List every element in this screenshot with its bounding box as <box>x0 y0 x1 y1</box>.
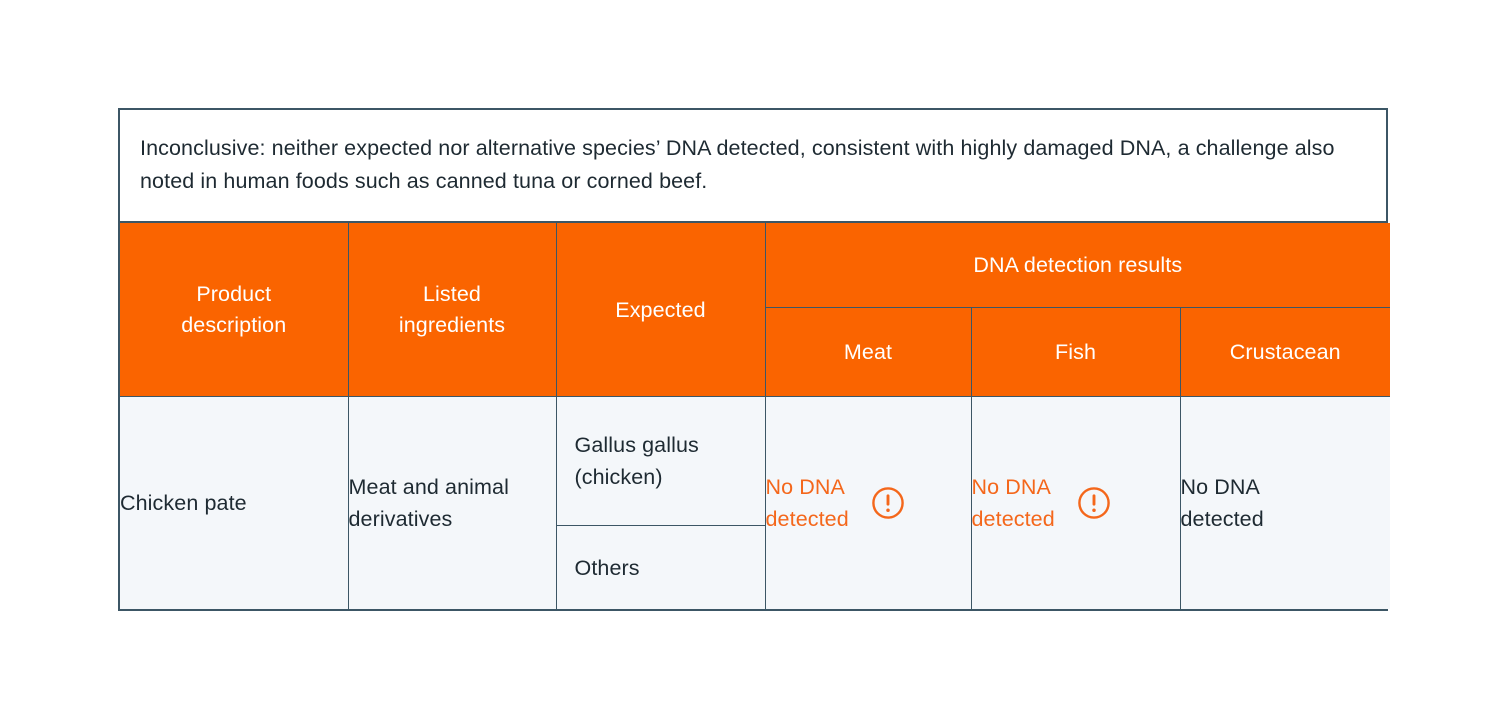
result-crustacean-text: No DNA detected <box>1180 475 1264 532</box>
table-caption-row: Inconclusive: neither expected nor alter… <box>120 110 1386 224</box>
result-fish-text: No DNA detected <box>971 475 1055 532</box>
inconclusive-note: Inconclusive: neither expected nor alter… <box>140 136 1335 193</box>
column-header-listed-ingredients: Listed ingredients <box>347 223 557 398</box>
cell-result-fish: No DNA detected <box>970 396 1181 610</box>
expected-primary-species: Gallus gallus (chicken) <box>556 397 765 527</box>
column-header-expected: Expected <box>555 223 766 398</box>
results-grid: Product description Listed ingredients E… <box>120 223 1391 610</box>
table-row: Chicken pate Meat and animal derivatives… <box>120 396 1391 610</box>
column-header-fish: Fish <box>970 307 1181 398</box>
header-row-sub: Meat Fish Crustacean <box>120 307 1390 398</box>
result-meat: No DNA detected <box>766 471 971 536</box>
header-row-top: Product description Listed ingredients E… <box>120 223 1390 398</box>
result-meat-text: No DNA detected <box>765 475 849 532</box>
column-header-crustacean: Crustacean <box>1179 307 1390 398</box>
cell-result-meat: No DNA detected <box>764 396 972 610</box>
cell-expected: Gallus gallus (chicken) Others <box>555 396 766 610</box>
expected-split: Gallus gallus (chicken) Others <box>556 397 765 609</box>
dna-results-table: Inconclusive: neither expected nor alter… <box>118 108 1391 612</box>
column-header-meat: Meat <box>765 307 972 398</box>
cell-product-description: Chicken pate <box>120 396 349 610</box>
result-fish: No DNA detected <box>972 471 1180 536</box>
result-crustacean: No DNA detected <box>1181 471 1391 536</box>
alert-circle-icon <box>1077 487 1110 520</box>
column-header-dna-detection-results: DNA detection results <box>764 223 1390 309</box>
cell-result-crustacean: No DNA detected <box>1179 396 1391 610</box>
alert-circle-icon <box>871 487 904 520</box>
cell-listed-ingredients: Meat and animal derivatives <box>347 396 557 610</box>
expected-secondary-species: Others <box>574 555 640 580</box>
column-header-product-description: Product description <box>120 223 349 398</box>
